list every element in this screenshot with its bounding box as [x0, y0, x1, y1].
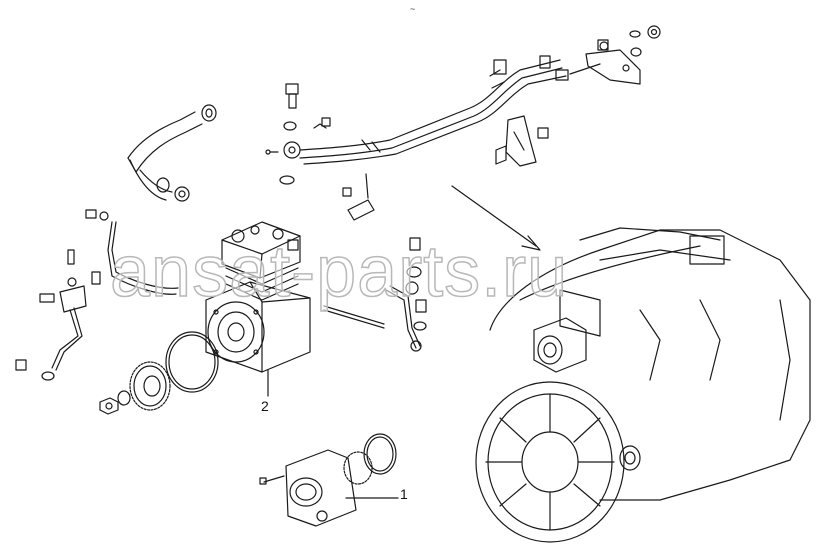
long-stud	[323, 305, 385, 329]
oil-line	[15, 209, 179, 381]
banjo-bolt-assembly	[265, 83, 331, 185]
callout-1: 1	[400, 486, 408, 502]
pipe-clip	[342, 173, 375, 221]
mounting-bracket-top	[585, 25, 661, 85]
drive-gear	[99, 361, 171, 415]
air-compressor	[205, 221, 311, 397]
banjo-fittings-right	[385, 237, 427, 352]
top-mark: ~	[410, 4, 416, 14]
gasket-ring	[165, 331, 219, 393]
coolant-hose	[127, 104, 217, 202]
engine-assembly	[451, 185, 811, 543]
adapter-housing	[259, 433, 399, 527]
callout-2: 2	[261, 398, 269, 414]
mounting-bracket-mid	[495, 115, 549, 167]
air-pipes	[299, 55, 601, 165]
